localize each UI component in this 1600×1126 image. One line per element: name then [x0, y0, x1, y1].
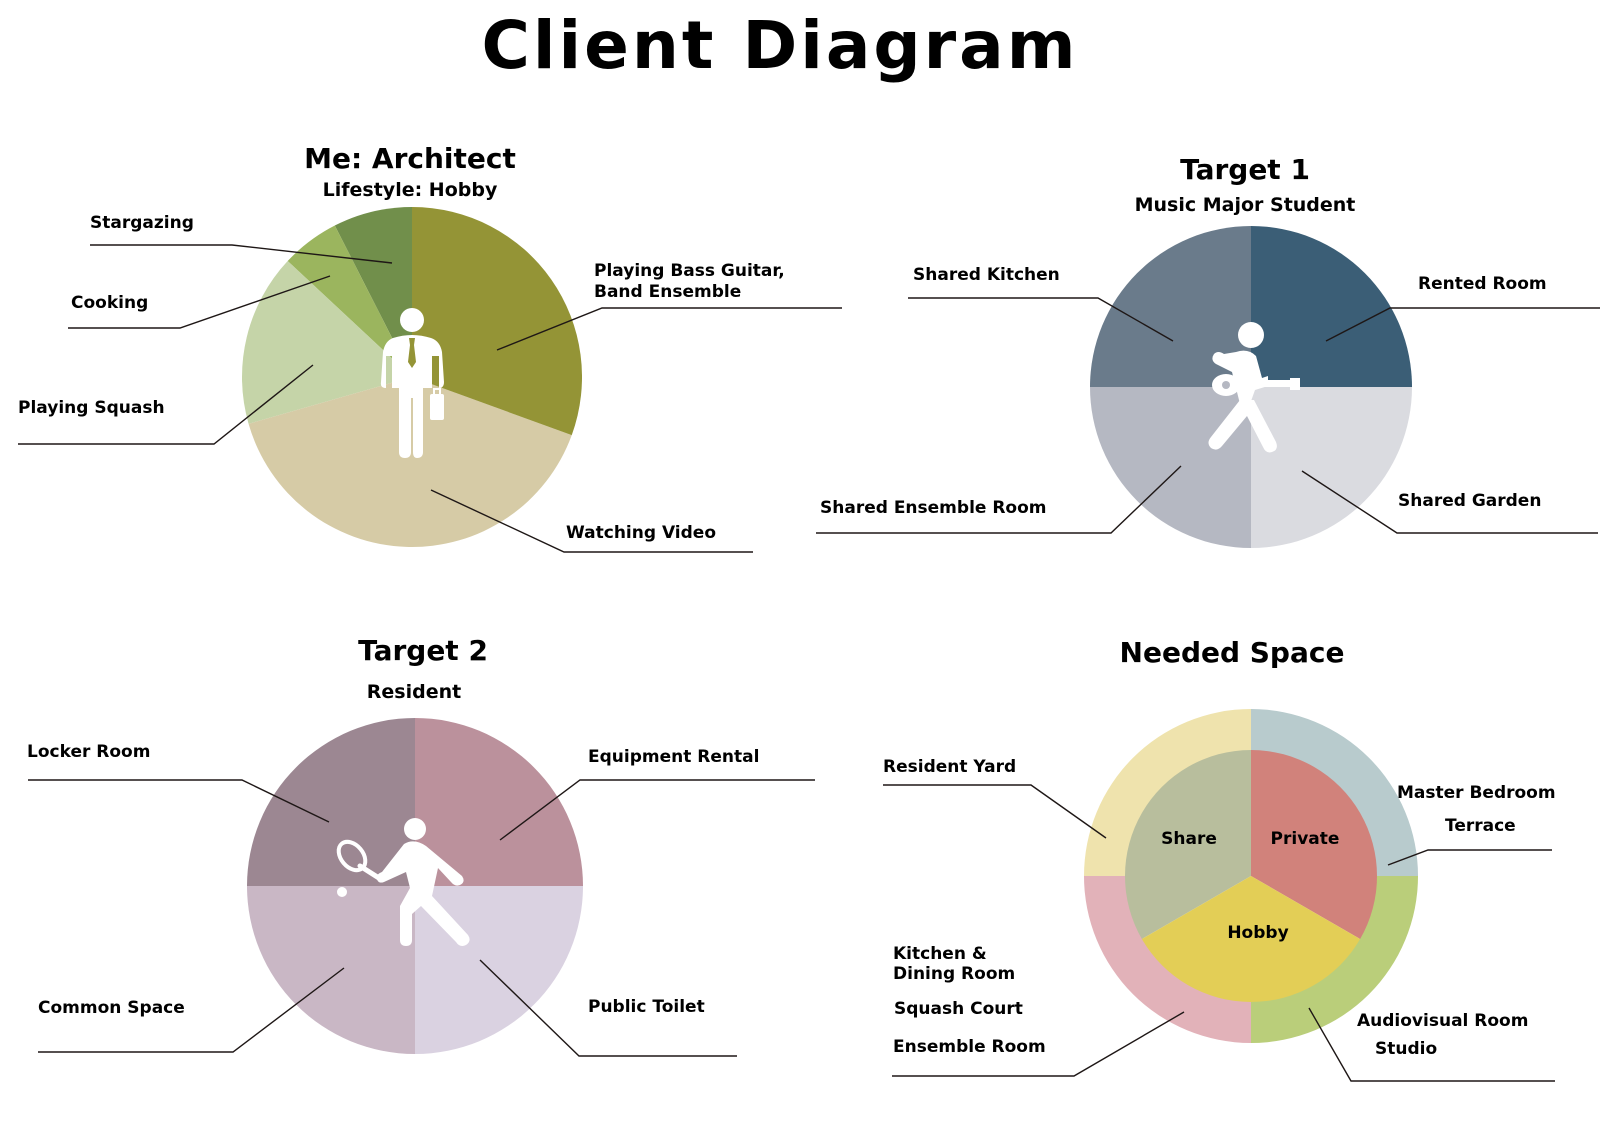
resident-yard-label: Resident Yard: [883, 757, 1016, 777]
garden-leader: [1301, 470, 1598, 534]
guitar-player-icon: [1208, 322, 1300, 453]
target1-heading: Target 1: [1180, 153, 1310, 186]
audiovisual-room-label: Audiovisual Room: [1357, 1011, 1528, 1031]
rented-label: Rented Room: [1418, 274, 1547, 294]
target2-segment-0: [247, 718, 415, 886]
architect-segment-2: [241, 261, 412, 424]
toilet-leader: [479, 959, 737, 1057]
needed-ring-segment-0: [1084, 709, 1251, 876]
squash-label: Playing Squash: [18, 398, 165, 418]
businessman-icon: [380, 308, 444, 458]
video-label: Watching Video: [566, 523, 716, 543]
stargazing-leader: [90, 244, 393, 264]
ensemble-leader: [816, 465, 1182, 534]
terrace-label: Terrace: [1445, 816, 1516, 836]
architect-heading: Me: Architect: [304, 142, 516, 175]
needed-core-segment-1: [1251, 750, 1377, 939]
architect-diagram: Me: Architect Lifestyle: Hobby Stargazin…: [18, 142, 842, 553]
target1-diagram: Target 1 Music Major Student Shared Kitc…: [816, 153, 1600, 548]
target2-segment-2: [247, 886, 415, 1054]
bass-leader: [496, 307, 842, 351]
kitchen-label: Shared Kitchen: [913, 265, 1060, 285]
cooking-label: Cooking: [71, 293, 148, 313]
needed-core-segment-2: [1141, 876, 1361, 1002]
needed-heading: Needed Space: [1120, 636, 1345, 669]
target1-segment-3: [1251, 387, 1412, 548]
architect-segment-4: [412, 207, 582, 436]
target2-heading: Target 2: [358, 634, 488, 667]
target1-segment-1: [1251, 226, 1412, 387]
studio-label: Studio: [1375, 1039, 1437, 1059]
target1-subheading: Music Major Student: [1135, 194, 1356, 216]
target1-segment-0: [1090, 226, 1251, 387]
needed-core: [1125, 750, 1377, 1002]
squash-court-label: Squash Court: [894, 999, 1023, 1019]
common-label: Common Space: [38, 998, 185, 1018]
needed-core-segment-0: [1125, 750, 1251, 939]
needed-ring: [1084, 709, 1418, 1043]
needed-ring-segment-2: [1251, 876, 1418, 1043]
terrace-leader: [1387, 849, 1552, 866]
bass-label-line2: Band Ensemble: [594, 282, 741, 302]
toilet-label: Public Toilet: [588, 997, 705, 1017]
bass-label-line1: Playing Bass Guitar,: [594, 261, 785, 281]
cooking-leader: [68, 275, 331, 329]
common-leader: [38, 967, 345, 1053]
target2-diagram: Target 2 Resident Locker Room Equipment …: [27, 634, 815, 1057]
studio-leader: [1308, 1007, 1555, 1082]
target2-segment-1: [415, 718, 583, 886]
rental-label: Equipment Rental: [588, 747, 759, 767]
ensemble-room-label: Ensemble Room: [893, 1037, 1046, 1057]
hobby-label: Hobby: [1227, 923, 1288, 943]
private-label: Private: [1271, 829, 1340, 849]
needed-ring-segment-3: [1084, 876, 1251, 1043]
share-label: Share: [1161, 829, 1217, 849]
architect-segment-1: [287, 225, 412, 377]
target1-pie: [1090, 226, 1412, 548]
squash-leader: [18, 364, 314, 445]
needed-space-diagram: Needed Space Share Private Hobby Residen…: [883, 636, 1556, 1082]
architect-subheading: Lifestyle: Hobby: [323, 179, 498, 201]
rental-leader: [499, 779, 815, 841]
yard-leader: [883, 784, 1107, 839]
architect-pie: [241, 207, 582, 547]
locker-label: Locker Room: [27, 742, 150, 762]
kitchen-dining-label-line2: Dining Room: [893, 964, 1015, 984]
locker-leader: [28, 779, 330, 823]
rented-leader: [1325, 307, 1600, 342]
architect-segment-3: [248, 377, 572, 547]
kitchen-dining-label-line1: Kitchen &: [893, 944, 987, 964]
target1-segment-2: [1090, 387, 1251, 548]
ensemble-label: Shared Ensemble Room: [820, 498, 1047, 518]
needed-ring-segment-1: [1251, 709, 1418, 876]
tennis-player-icon: [336, 818, 470, 946]
ensemble-room-leader: [892, 1011, 1185, 1077]
target2-subheading: Resident: [367, 681, 461, 703]
garden-label: Shared Garden: [1398, 491, 1541, 511]
video-leader: [430, 489, 753, 553]
page-title: Client Diagram: [481, 7, 1078, 84]
architect-segment-0: [334, 207, 412, 377]
stargazing-label: Stargazing: [90, 213, 194, 233]
master-bedroom-label: Master Bedroom: [1397, 783, 1556, 803]
kitchen-leader: [908, 297, 1174, 342]
